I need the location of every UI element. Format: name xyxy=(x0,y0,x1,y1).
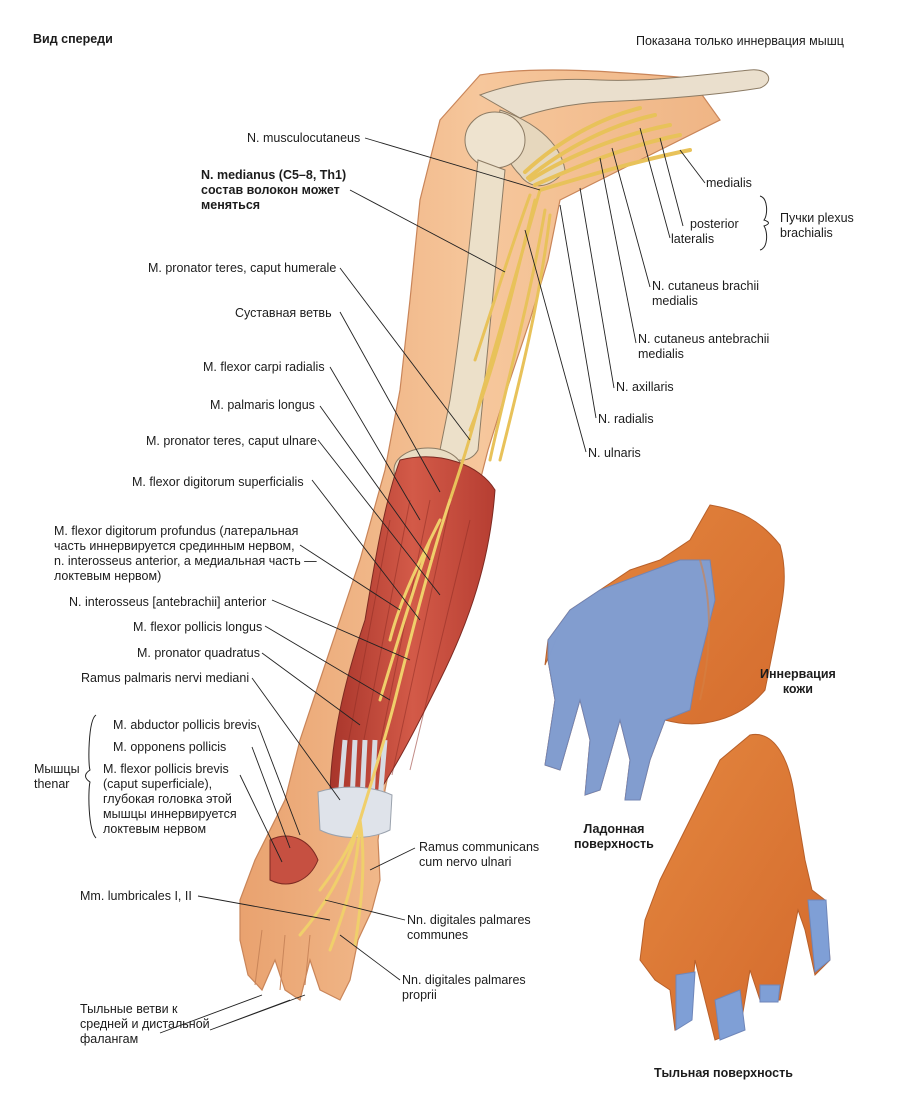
label-pronator-ulnare: M. pronator teres, caput ulnare xyxy=(146,434,317,448)
label-medianus: N. medianus (C5–8, Th1) состав волокон м… xyxy=(201,168,346,213)
label-dorsal-line1: Тыльные ветви к xyxy=(80,1002,178,1016)
note-text: Показана только иннервация мышц xyxy=(636,34,844,48)
wrist-tendons xyxy=(337,739,388,801)
label-cutaneus-brachii: N. cutaneus brachii medialis xyxy=(652,279,759,309)
label-cut-antebrachii-line2: medialis xyxy=(638,347,684,361)
label-cut-brachii-line2: medialis xyxy=(652,294,698,308)
label-dig-prop-line2: proprii xyxy=(402,988,437,1002)
label-medianus-line3: меняться xyxy=(201,198,261,212)
leader-lines xyxy=(159,127,706,1034)
label-ulnaris: N. ulnaris xyxy=(588,446,641,460)
label-digitales-communes: Nn. digitales palmares communes xyxy=(407,913,531,943)
label-dig-comm-line2: communes xyxy=(407,928,469,942)
thenar-muscles xyxy=(269,835,319,885)
label-lumbricales: Mm. lumbricales I, II xyxy=(80,889,192,903)
label-fpb: M. flexor pollicis brevis (caput superfi… xyxy=(103,762,237,837)
label-articular-branch: Суставная ветвь xyxy=(235,306,332,320)
label-opponens: M. opponens pollicis xyxy=(113,740,227,754)
clavicle-bone xyxy=(478,69,770,119)
label-ramus-comm-line2: cum nervo ulnari xyxy=(419,855,512,869)
label-palmar-surface: Ладонная поверхность xyxy=(574,822,654,852)
label-fpb-line4: мышцы иннервируется xyxy=(103,807,237,821)
label-fdp-line1: M. flexor digitorum profundus (латеральн… xyxy=(54,524,299,538)
humerus-head xyxy=(464,111,526,169)
label-posterior: posterior xyxy=(690,217,739,231)
label-fdp-line2: часть иннервируется срединным нервом, xyxy=(54,539,295,553)
label-medianus-line2: состав волокон может xyxy=(201,183,340,197)
flexor-retinaculum xyxy=(317,786,393,838)
median-nerve-forearm xyxy=(298,498,452,952)
label-pronator-humerale: M. pronator teres, caput humerale xyxy=(148,261,337,275)
label-thenar-line1: Мышцы xyxy=(34,762,80,776)
palmar-hand xyxy=(544,504,785,801)
label-cut-antebrachii-line1: N. cutaneus antebrachii xyxy=(638,332,770,346)
label-fpb-line5: локтевым нервом xyxy=(103,822,207,836)
label-lateralis: lateralis xyxy=(671,232,715,246)
label-dorsal-branches: Тыльные ветви к средней и дистальной фал… xyxy=(80,1002,210,1047)
label-medialis: medialis xyxy=(706,176,752,190)
label-plexus: Пучки plexus brachialis xyxy=(780,211,854,241)
label-skin-innervation: Иннервация кожи xyxy=(760,667,836,697)
label-dig-prop-line1: Nn. digitales palmares xyxy=(402,973,526,987)
thenar-brace xyxy=(85,714,97,839)
label-plexus-line1: Пучки plexus xyxy=(780,211,854,225)
label-fpb-line1: M. flexor pollicis brevis xyxy=(103,762,229,776)
dorsal-hand xyxy=(639,734,831,1041)
label-fdp: M. flexor digitorum profundus (латеральн… xyxy=(54,524,317,584)
label-thenar-line2: thenar xyxy=(34,777,70,791)
label-fdp-line3: n. interosseus anterior, а медиальная ча… xyxy=(54,554,317,568)
label-plexus-line2: brachialis xyxy=(780,226,833,240)
label-axillaris: N. axillaris xyxy=(616,380,674,394)
dorsal-median-tips xyxy=(675,971,781,1041)
label-dorsal-line3: фалангам xyxy=(80,1032,139,1046)
label-skin-line1: Иннервация xyxy=(760,667,836,681)
label-fpb-line2: (caput superficiale), xyxy=(103,777,213,791)
label-palmar-line1: Ладонная xyxy=(583,822,645,836)
label-palmaris-longus: M. palmaris longus xyxy=(210,398,315,412)
label-medianus-line1: N. medianus (C5–8, Th1) xyxy=(201,168,347,182)
label-ramus-communicans: Ramus communicans cum nervo ulnari xyxy=(419,840,539,870)
label-cutaneus-antebrachii: N. cutaneus antebrachii medialis xyxy=(638,332,769,362)
label-fds: M. flexor digitorum superficialis xyxy=(132,475,304,489)
label-fpl: M. flexor pollicis longus xyxy=(133,620,263,634)
label-fpb-line3: глубокая головка этой xyxy=(103,792,232,806)
plexus-brace xyxy=(759,195,769,251)
label-thenar: Мышцы thenar xyxy=(34,762,80,792)
label-pronator-quadratus: M. pronator quadratus xyxy=(137,646,260,660)
brachial-plexus xyxy=(523,106,692,192)
arm-nerves xyxy=(448,188,552,502)
palmar-median-area xyxy=(544,559,716,801)
muscle-fibres xyxy=(344,499,471,776)
label-flexor-carpi-radialis: M. flexor carpi radialis xyxy=(203,360,325,374)
label-dig-comm-line1: Nn. digitales palmares xyxy=(407,913,531,927)
label-interosseus: N. interosseus [antebrachii] anterior xyxy=(69,595,267,609)
label-abductor: M. abductor pollicis brevis xyxy=(113,718,257,732)
arm-hand-fingers xyxy=(254,929,311,991)
label-palmar-line2: поверхность xyxy=(574,837,654,851)
label-cut-brachii-line1: N. cutaneus brachii xyxy=(652,279,760,293)
label-ramus-palmaris: Ramus palmaris nervi mediani xyxy=(81,671,250,685)
label-skin-line2: кожи xyxy=(782,682,813,696)
label-dorsal-line2: средней и дистальной xyxy=(80,1017,210,1031)
label-digitales-proprii: Nn. digitales palmares proprii xyxy=(402,973,526,1003)
label-musculocutaneus: N. musculocutaneus xyxy=(247,131,361,145)
label-fdp-line4: локтевым нервом) xyxy=(54,569,162,583)
label-ramus-comm-line1: Ramus communicans xyxy=(419,840,540,854)
label-dorsal-surface: Тыльная поверхность xyxy=(654,1066,793,1080)
view-title: Вид спереди xyxy=(33,32,113,46)
label-radialis: N. radialis xyxy=(598,412,654,426)
